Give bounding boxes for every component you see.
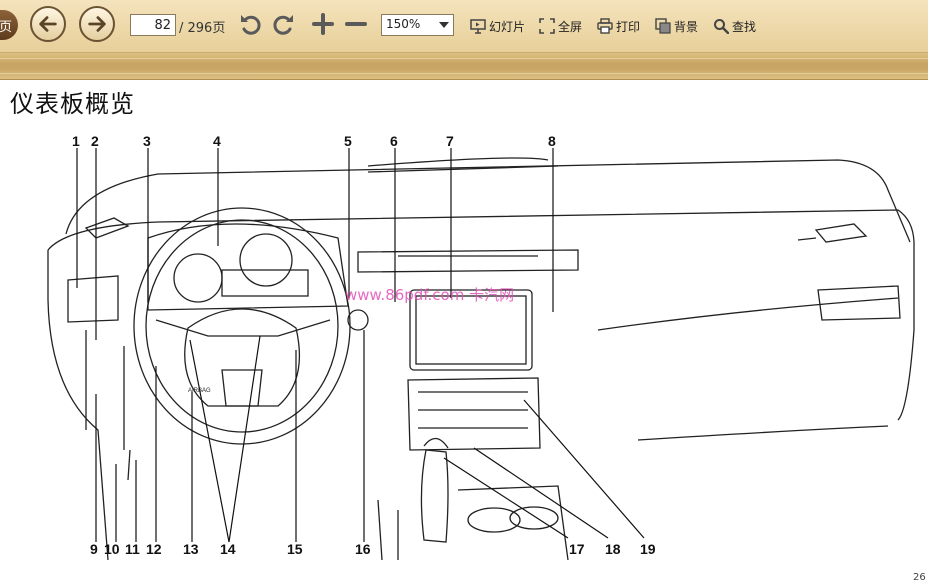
rotate-left-button[interactable] — [236, 10, 264, 38]
zoom-select[interactable]: 150% — [381, 14, 454, 36]
arrow-left-icon — [39, 16, 57, 32]
callout-18: 18 — [605, 541, 621, 557]
previous-page-label: 页 — [0, 19, 12, 35]
callout-9: 9 — [90, 541, 98, 557]
search-icon — [714, 19, 729, 34]
page-title: 仪表板概览 — [10, 90, 135, 118]
fullscreen-button[interactable]: 全屏 — [539, 15, 582, 37]
callout-8: 8 — [548, 133, 556, 149]
fullscreen-icon — [539, 18, 555, 34]
arrow-right-icon — [88, 16, 106, 32]
print-label: 打印 — [616, 19, 641, 34]
chevron-down-icon — [439, 22, 449, 28]
slideshow-button[interactable]: 幻灯片 — [470, 15, 525, 37]
callout-1: 1 — [72, 133, 80, 149]
airbag-text: AIRBAG — [188, 388, 211, 394]
callout-5: 5 — [344, 133, 352, 149]
dashboard-diagram: AIRBAG 1 2 3 4 5 6 7 8 9 10 11 12 13 14 … — [38, 130, 928, 560]
zoom-out-button[interactable] — [342, 10, 370, 38]
fullscreen-label: 全屏 — [558, 19, 583, 34]
callout-7: 7 — [446, 133, 454, 149]
callout-17: 17 — [569, 541, 585, 557]
plus-icon — [312, 13, 334, 35]
search-button[interactable]: 查找 — [713, 15, 756, 37]
callout-3: 3 — [143, 133, 151, 149]
previous-page-button[interactable]: 页 — [0, 10, 18, 40]
callout-15: 15 — [287, 541, 303, 557]
viewer-toolbar: 页 / 296页 150% — [0, 0, 928, 53]
search-label: 查找 — [732, 19, 757, 34]
callout-11: 11 — [125, 541, 140, 557]
dashboard-illustration: AIRBAG — [47, 148, 915, 560]
rotate-left-icon — [241, 15, 261, 35]
minus-icon — [345, 22, 367, 26]
background-label: 背景 — [674, 19, 699, 34]
toolbar-divider-band — [0, 53, 928, 80]
print-button[interactable]: 打印 — [597, 15, 640, 37]
forward-button[interactable] — [79, 6, 115, 42]
callout-14: 14 — [220, 541, 236, 557]
rotate-right-icon — [273, 15, 293, 35]
zoom-value: 150% — [386, 17, 421, 31]
callout-10: 10 — [104, 541, 120, 557]
page-number-corner: 26 — [913, 572, 926, 583]
background-button[interactable]: 背景 — [655, 15, 698, 37]
printer-icon — [597, 18, 613, 34]
zoom-in-button[interactable] — [309, 10, 337, 38]
background-icon — [655, 18, 671, 34]
page-number-input[interactable] — [130, 14, 176, 36]
callout-12: 12 — [146, 541, 162, 557]
callout-19: 19 — [640, 541, 656, 557]
back-button[interactable] — [30, 6, 66, 42]
callout-2: 2 — [91, 133, 99, 149]
watermark-text: www.86pdf.com 卡汽网 — [345, 286, 515, 304]
page-total: / 296页 — [179, 21, 226, 36]
callout-4: 4 — [213, 133, 221, 149]
slideshow-icon — [470, 19, 486, 34]
callout-13: 13 — [183, 541, 199, 557]
callout-16: 16 — [355, 541, 371, 557]
slideshow-label: 幻灯片 — [489, 19, 526, 34]
callout-6: 6 — [390, 133, 398, 149]
rotate-right-button[interactable] — [270, 10, 298, 38]
